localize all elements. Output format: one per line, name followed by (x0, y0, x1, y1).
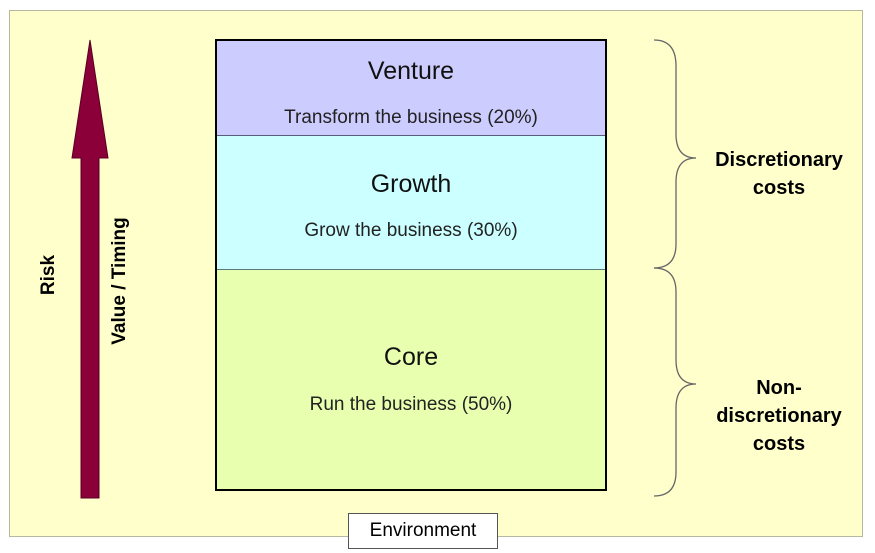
tier-venture-title: Venture (367, 57, 455, 85)
environment-label: Environment (348, 513, 498, 549)
non-discretionary-brace-icon (653, 267, 697, 497)
discretionary-brace-icon (653, 39, 697, 269)
business-tier-stack: Venture Transform the business (20%) Gro… (215, 39, 607, 491)
tier-growth: Growth Grow the business (30%) (217, 136, 605, 270)
tier-core-subtitle: Run the business (50%) (309, 394, 513, 415)
non-discretionary-costs-label: Non-discretionary costs (716, 377, 842, 455)
up-arrow-icon (71, 39, 109, 499)
risk-label: Risk (38, 254, 59, 296)
discretionary-costs-label: Discretionary costs (715, 149, 843, 199)
tier-venture: Venture Transform the business (20%) (217, 41, 605, 136)
tier-core-title: Core (383, 343, 439, 371)
cost-braces (653, 39, 697, 497)
tier-core: Core Run the business (50%) (217, 270, 605, 489)
tier-growth-subtitle: Grow the business (30%) (304, 220, 518, 241)
value-timing-label: Value / Timing (109, 217, 130, 345)
tier-growth-title: Growth (370, 170, 452, 198)
tier-venture-subtitle: Transform the business (20%) (284, 107, 538, 128)
